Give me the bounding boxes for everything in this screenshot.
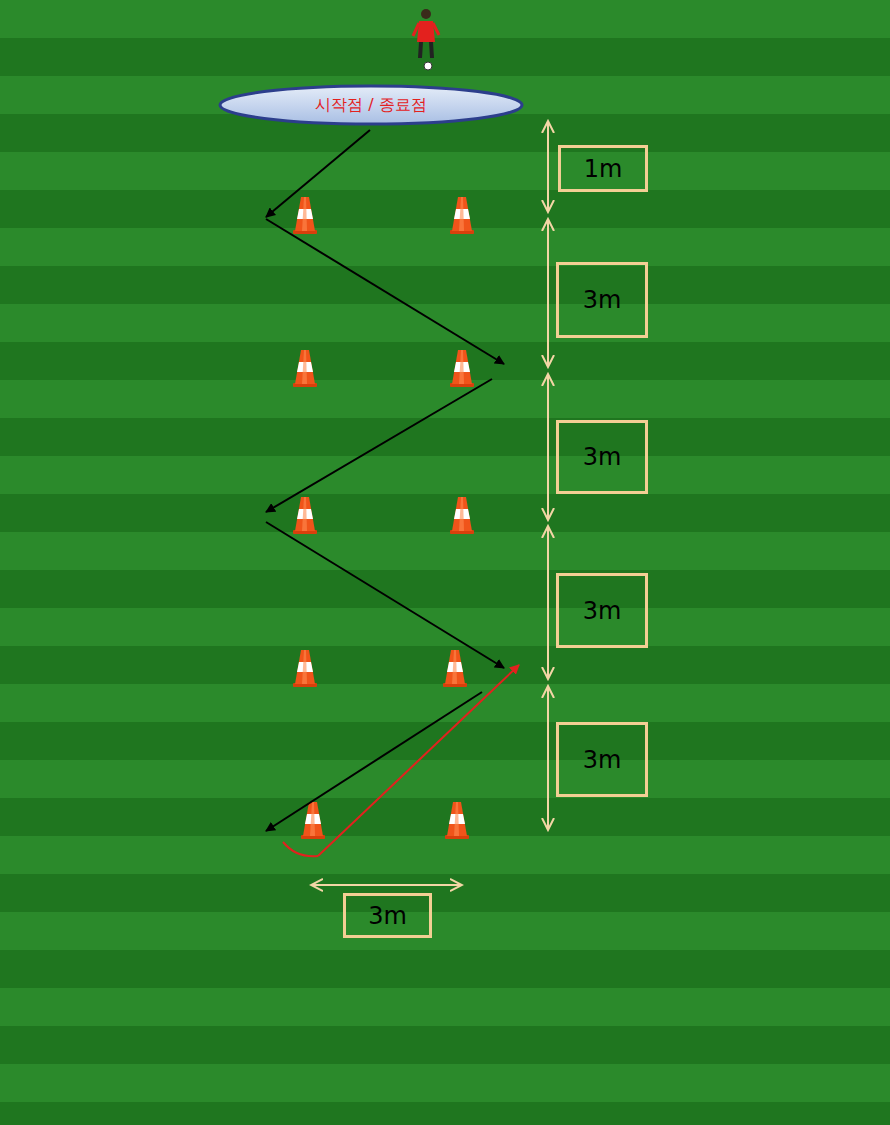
run-arrows [266, 130, 504, 831]
cones [293, 197, 474, 839]
dimension-box: 3m [556, 420, 648, 494]
dimension-box: 3m [556, 573, 648, 648]
dimension-box: 3m [343, 893, 432, 938]
dimension-label: 3m [583, 597, 622, 625]
dimension-label: 3m [583, 286, 622, 314]
dimension-box: 3m [556, 262, 648, 338]
dimension-label: 3m [583, 443, 622, 471]
dimension-box: 3m [556, 722, 648, 797]
ellipse-label: 시작점 / 종료점 [315, 95, 427, 116]
dimension-lines [311, 121, 548, 885]
dimension-label: 3m [368, 902, 407, 930]
dimension-label: 3m [583, 746, 622, 774]
return-arrow [283, 665, 519, 856]
start-end-ellipse: 시작점 / 종료점 [218, 84, 524, 126]
dimension-box: 1m [558, 145, 648, 192]
dimension-label: 1m [584, 155, 623, 183]
player-figure [413, 9, 439, 70]
